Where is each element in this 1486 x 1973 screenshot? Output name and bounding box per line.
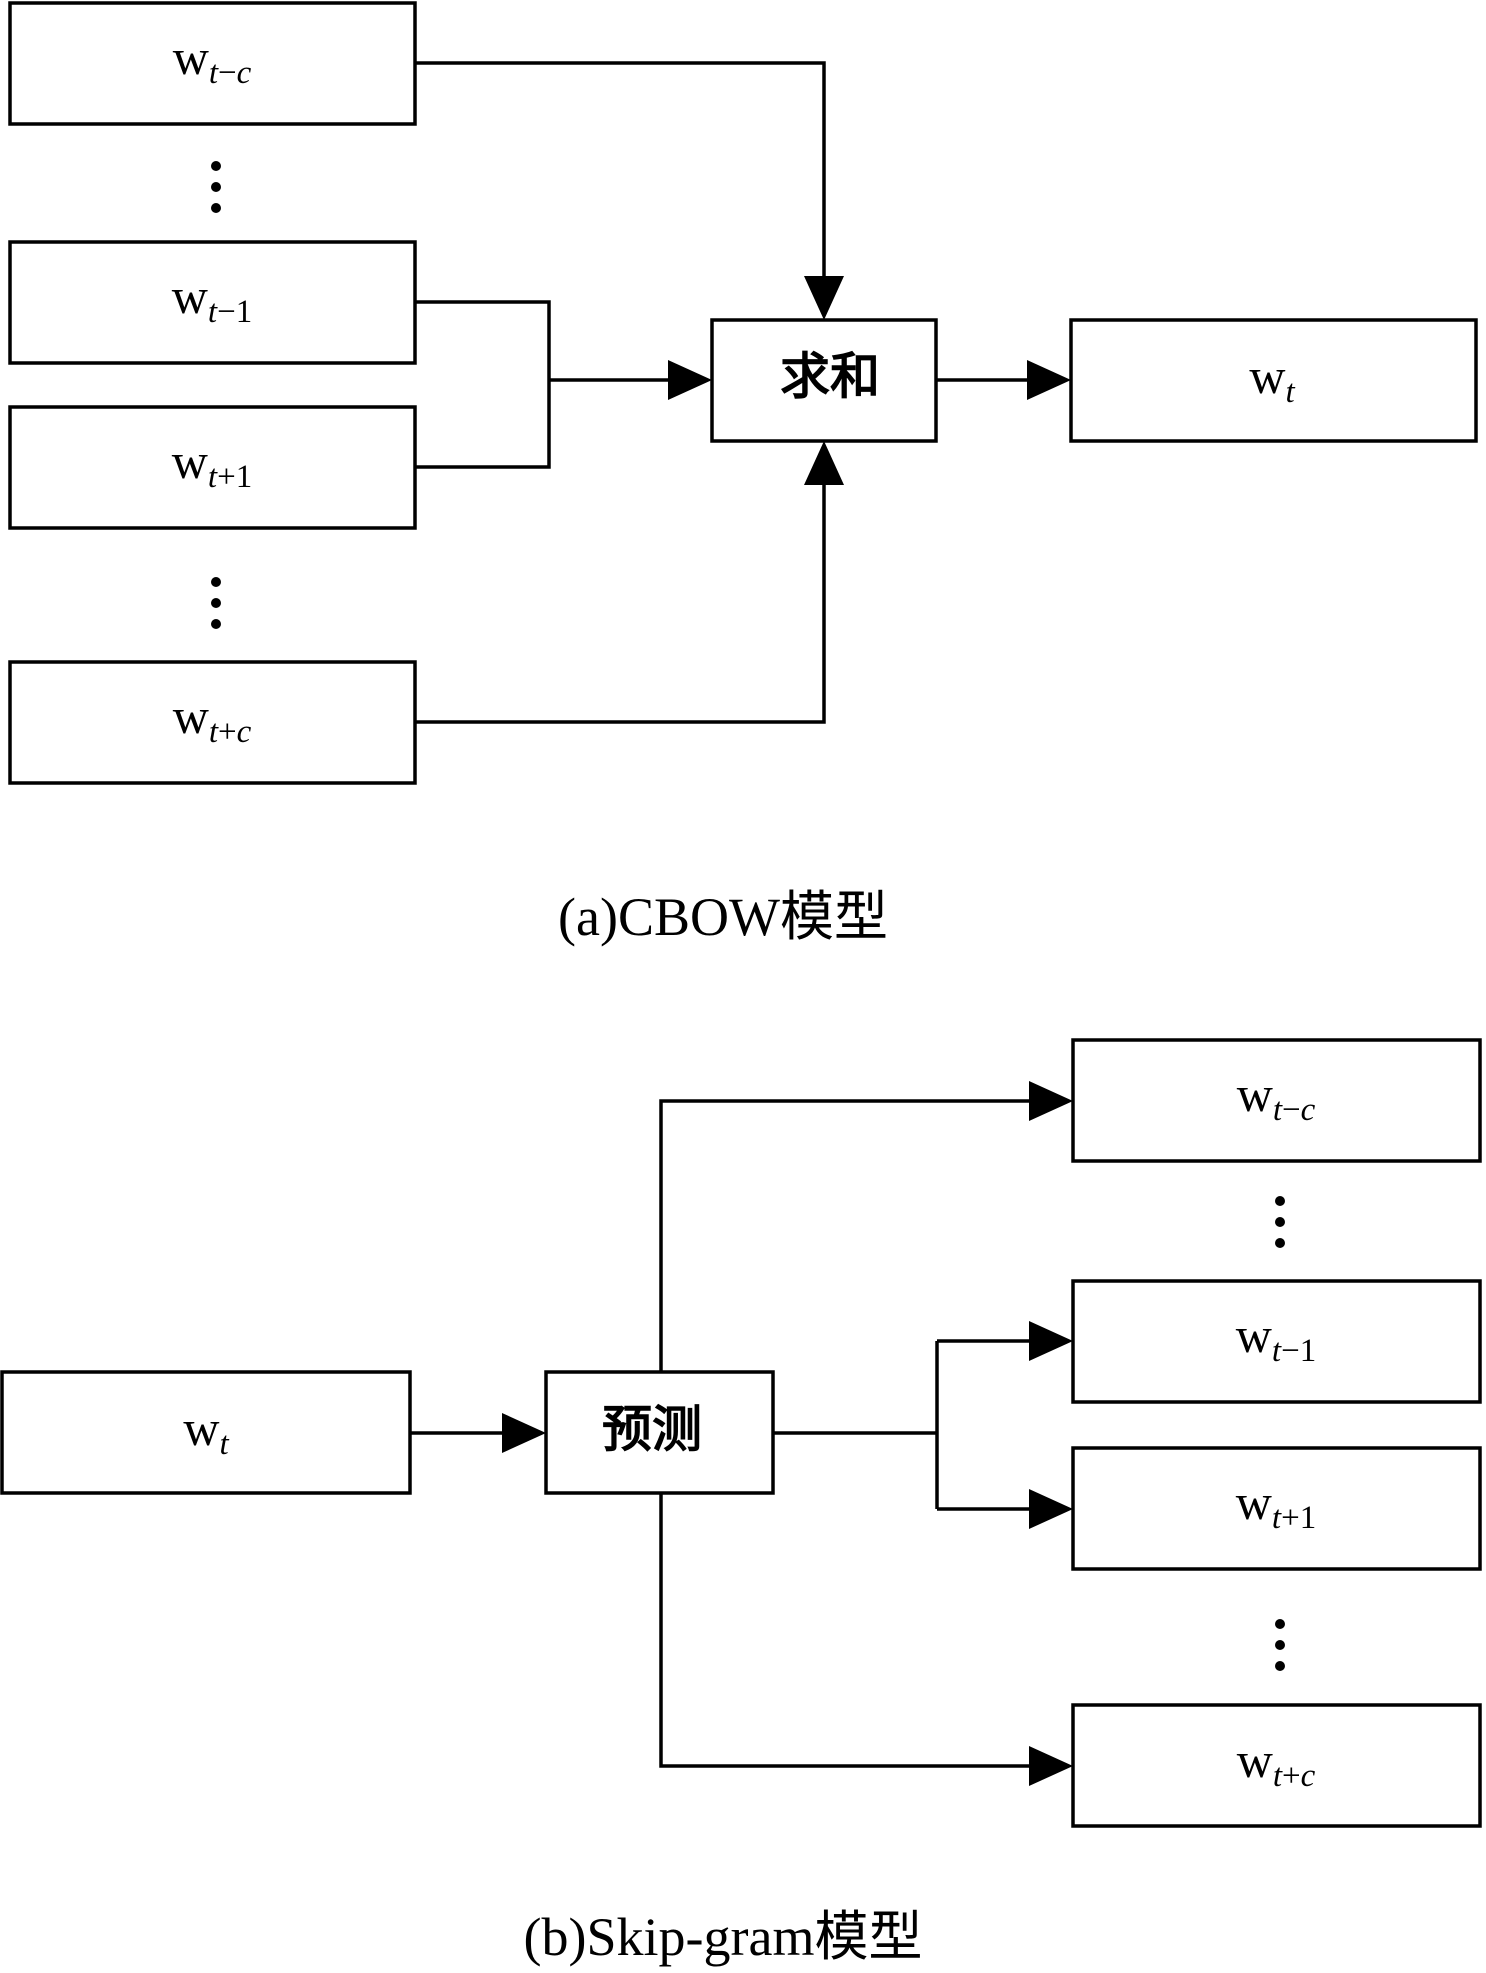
cbow-sum-label: 求和 [780, 348, 880, 406]
svg-text:wt−1: wt−1 [172, 268, 252, 329]
cbow-arrowhead-up [804, 441, 844, 485]
cbow-input-box-t-minus-c: wt−c [8, 1, 417, 126]
cbow-connector-bottom [415, 485, 826, 724]
skipgram-predict-label: 预测 [602, 1401, 702, 1459]
skipgram-connector-bottom [659, 1493, 1033, 1768]
cbow-input-box-t-minus-1: wt−1 [8, 240, 417, 365]
svg-text:wt: wt [1249, 348, 1295, 409]
skipgram-arrowhead-t-minus-1 [1029, 1321, 1073, 1361]
cbow-arrowhead-right [668, 360, 712, 400]
skipgram-output-word: w [1237, 1066, 1273, 1122]
svg-text:wt−c: wt−c [1237, 1066, 1316, 1127]
cbow-input-box-t-plus-1: wt+1 [8, 405, 417, 530]
skipgram-output-box-t-plus-1: wt+1 [1071, 1446, 1482, 1571]
cbow-input-word: w [173, 688, 209, 744]
cbow-input-box-t-plus-c: wt+c [8, 660, 417, 785]
skipgram-output-box-t-minus-c: wt−c [1071, 1038, 1482, 1163]
svg-text:wt+c: wt+c [173, 688, 252, 749]
skipgram-input-box: wt [0, 1370, 412, 1495]
cbow-input-word: w [172, 268, 208, 324]
skipgram-caption: (b)Skip-gram模型 [524, 1907, 923, 1967]
skipgram-ellipsis-bottom [1275, 1619, 1285, 1671]
skipgram-output-word: w [1236, 1307, 1272, 1363]
svg-text:wt+1: wt+1 [1236, 1474, 1316, 1535]
skipgram-output-word: w [1236, 1474, 1272, 1530]
cbow-input-word: w [172, 433, 208, 489]
svg-text:wt+1: wt+1 [172, 433, 252, 494]
skipgram-output-word: w [1237, 1732, 1273, 1788]
cbow-connector-top [415, 61, 826, 280]
cbow-arrowhead-down [804, 276, 844, 320]
skipgram-ellipsis-top [1275, 1196, 1285, 1248]
svg-text:wt−c: wt−c [173, 29, 252, 90]
cbow-arrowhead-output [1027, 360, 1071, 400]
cbow-output-word: w [1249, 348, 1285, 404]
svg-text:wt+c: wt+c [1237, 1732, 1316, 1793]
skipgram-output-box-t-minus-1: wt−1 [1071, 1279, 1482, 1404]
cbow-sum-node: 求和 [710, 318, 938, 443]
skipgram-arrowhead-top [1029, 1081, 1073, 1121]
skipgram-arrowhead-input [502, 1413, 546, 1453]
skipgram-connector-top [659, 1099, 1033, 1372]
skipgram-panel: wt 预测 wt−c wt−1 [0, 1038, 1482, 1967]
cbow-output-box: wt [1069, 318, 1478, 443]
skipgram-arrowhead-bottom [1029, 1746, 1073, 1786]
svg-text:wt: wt [183, 1400, 229, 1461]
cbow-input-word: w [173, 29, 209, 85]
svg-text:wt−1: wt−1 [1236, 1307, 1316, 1368]
skipgram-output-box-t-plus-c: wt+c [1071, 1703, 1482, 1828]
skipgram-arrowhead-t-plus-1 [1029, 1489, 1073, 1529]
cbow-ellipsis-bottom [211, 577, 221, 629]
cbow-ellipsis-top [211, 161, 221, 213]
skipgram-input-word: w [183, 1400, 219, 1456]
skipgram-connector-middle [773, 1339, 1033, 1511]
cbow-connector-middle [415, 300, 672, 469]
cbow-panel: wt−c wt−1 wt+1 w [8, 1, 1478, 947]
skipgram-predict-node: 预测 [544, 1370, 775, 1495]
cbow-caption: (a)CBOW模型 [558, 887, 888, 947]
